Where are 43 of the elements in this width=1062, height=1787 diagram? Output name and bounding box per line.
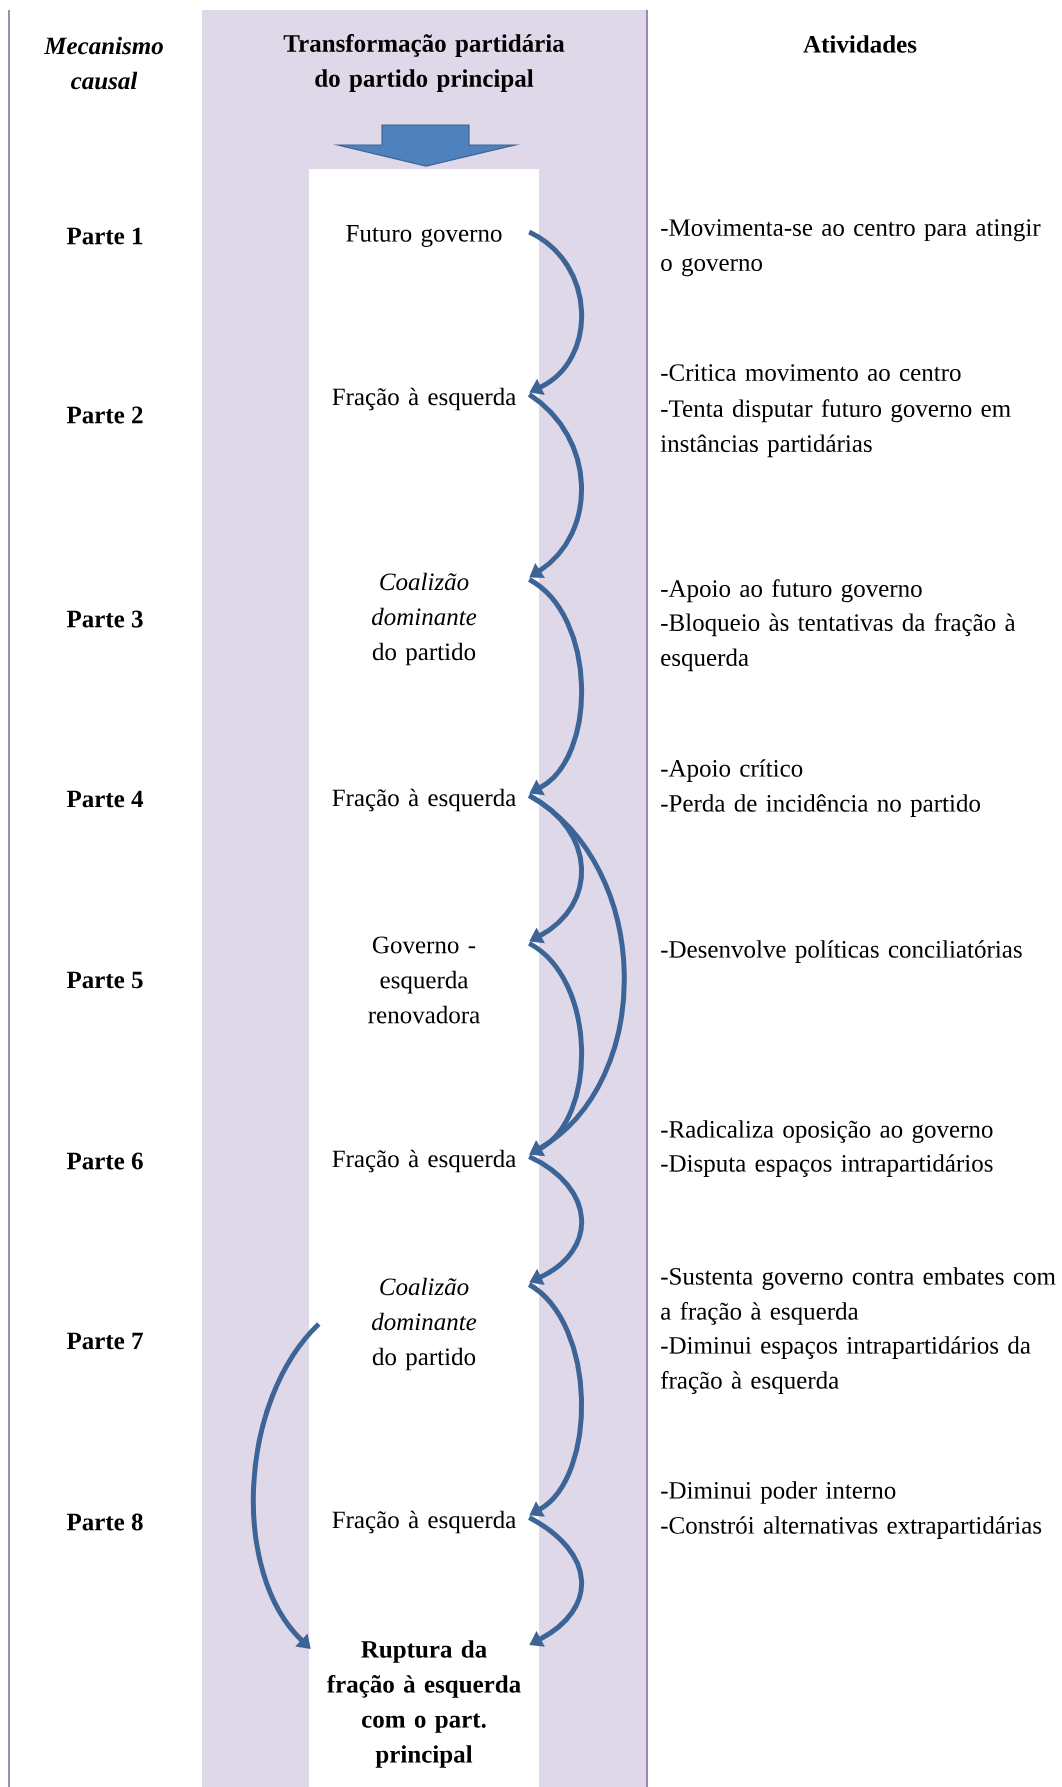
activity-text: -Disputa espaços intrapartidários [661, 1154, 993, 1177]
stage-text: Futuro governo [346, 225, 502, 247]
curved-arrow [527, 793, 627, 1156]
activity-text: -Diminui poder interno [661, 1481, 896, 1504]
stage-text: Fração à esquerda [332, 387, 516, 411]
stage-text: Coalizão dominante do partido [372, 1277, 477, 1371]
curved-arrow [528, 1154, 584, 1286]
curved-arrow [527, 941, 585, 1157]
activity-text: -Bloqueio às tentativas da fração à esquerda [661, 613, 1016, 672]
activity-text: -Radicaliza oposição ao governo [661, 1120, 993, 1143]
part-label: Parte 1 [66, 227, 143, 245]
stage-text: Coalizão dominante do partido [372, 572, 477, 666]
activity-text: -Desenvolve políticas conciliatórias [661, 940, 1022, 963]
part-label: Parte 4 [66, 790, 144, 808]
part-label: Parte 2 [66, 406, 143, 424]
part-label: Parte 8 [66, 1513, 143, 1531]
curved-arrow [527, 577, 584, 796]
curved-arrow [251, 1322, 321, 1649]
column-heading: Atividades [803, 35, 917, 53]
part-label: Parte 5 [66, 971, 143, 989]
activity-text: -Sustenta governo contra embates com a fração à esquerda [661, 1267, 1056, 1325]
activity-text: -Tenta disputar futuro governo em instâncias partidárias [660, 399, 1011, 458]
part-label: Parte 3 [66, 610, 143, 628]
stage-text: Governo - esquerda renovadora [368, 936, 480, 1024]
activity-text: -Apoio crítico [661, 759, 803, 782]
part-label: Parte 7 [66, 1332, 143, 1350]
stage-text: Fração à esquerda [332, 1149, 516, 1173]
activity-text: -Movimenta-se ao centro para atingir o governo [661, 219, 1041, 277]
activity-text: -Critica movimento ao centro [661, 364, 961, 381]
stage-text: Fração à esquerda [332, 788, 516, 812]
curved-arrow [527, 1282, 584, 1517]
activity-text: -Diminui espaços intrapartidários da fração à esquerda [660, 1336, 1031, 1394]
curved-arrow [527, 1515, 584, 1647]
part-label: Parte 6 [66, 1152, 143, 1170]
activity-text: -Perda de incidência no partido [661, 794, 980, 817]
curved-arrow [527, 392, 584, 578]
column-heading: Transformação partidária do partido principal [283, 34, 565, 92]
stage-text: Fração à esquerda [332, 1510, 516, 1534]
stage-text: Ruptura da fração à esquerda com o part. principal [327, 1640, 521, 1768]
column-heading: Mecanismo causal [43, 36, 163, 90]
activity-text: -Constrói alternativas extrapartidárias [661, 1516, 1042, 1539]
activity-text: -Apoio ao futuro governo [661, 579, 922, 603]
curved-arrow [527, 229, 584, 396]
